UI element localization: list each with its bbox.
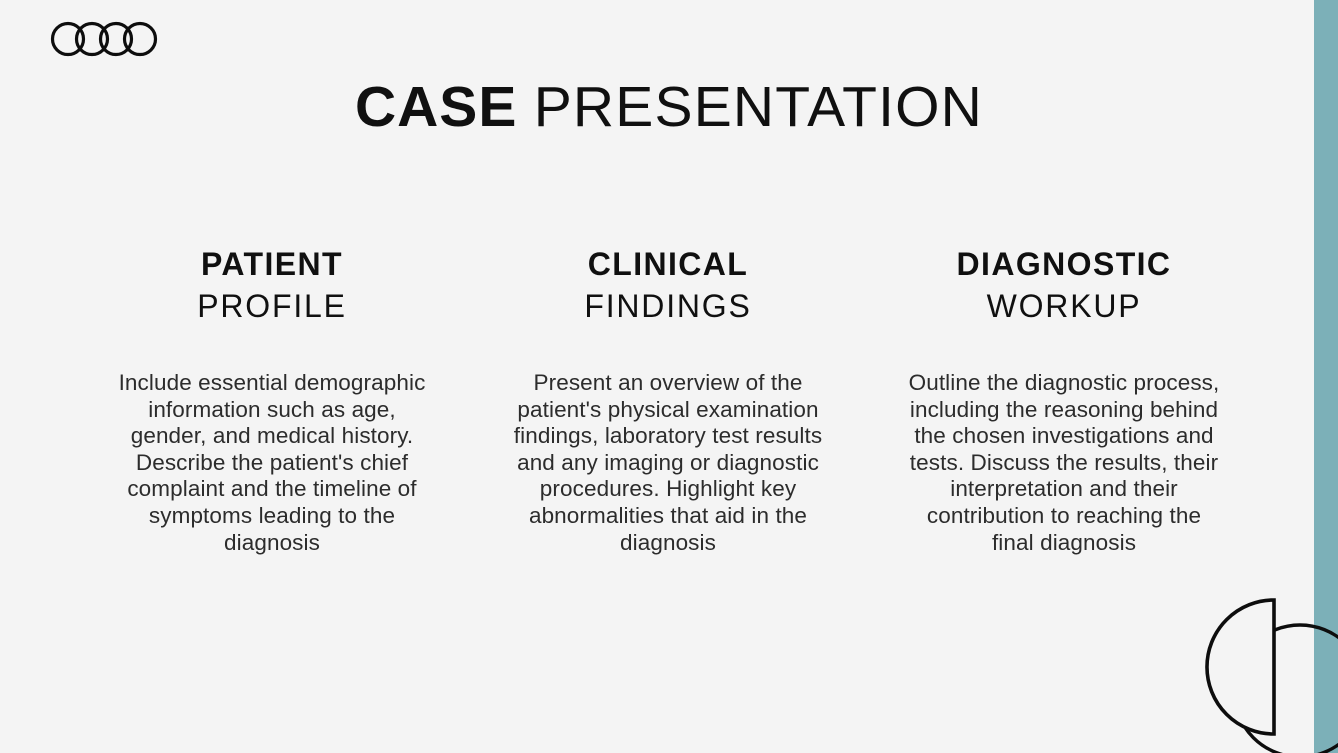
title-space [517, 75, 533, 139]
column-body-text: Include essential demographic informatio… [118, 370, 426, 555]
column-heading-bottom: PROFILE [197, 288, 347, 324]
column-heading: DIAGNOSTIC WORKUP [904, 243, 1224, 327]
column-diagnostic-workup: DIAGNOSTIC WORKUP Outline the diagnostic… [904, 243, 1224, 579]
column-heading-top: CLINICAL [587, 246, 749, 282]
column-heading-bottom: FINDINGS [584, 288, 752, 324]
column-body-text: Outline the diagnostic process, includin… [908, 370, 1220, 555]
column-clinical-findings: CLINICAL FINDINGS Present an overview of… [508, 243, 828, 579]
column-heading-bottom: WORKUP [986, 288, 1142, 324]
title-light: PRESENTATION [533, 75, 984, 139]
column-patient-profile: PATIENT PROFILE Include essential demogr… [112, 243, 432, 579]
column-heading: PATIENT PROFILE [112, 243, 432, 327]
column-heading-top: DIAGNOSTIC [956, 246, 1172, 282]
content-columns: PATIENT PROFILE Include essential demogr… [112, 243, 1224, 579]
column-body-text: Present an overview of the patient's phy… [513, 370, 823, 555]
column-heading: CLINICAL FINDINGS [508, 243, 828, 327]
column-heading-top: PATIENT [201, 246, 343, 282]
half-circle-shape [1205, 598, 1276, 736]
four-rings-logo [50, 19, 162, 59]
slide-title: CASE PRESENTATION [0, 73, 1338, 141]
title-strong: CASE [354, 75, 518, 139]
